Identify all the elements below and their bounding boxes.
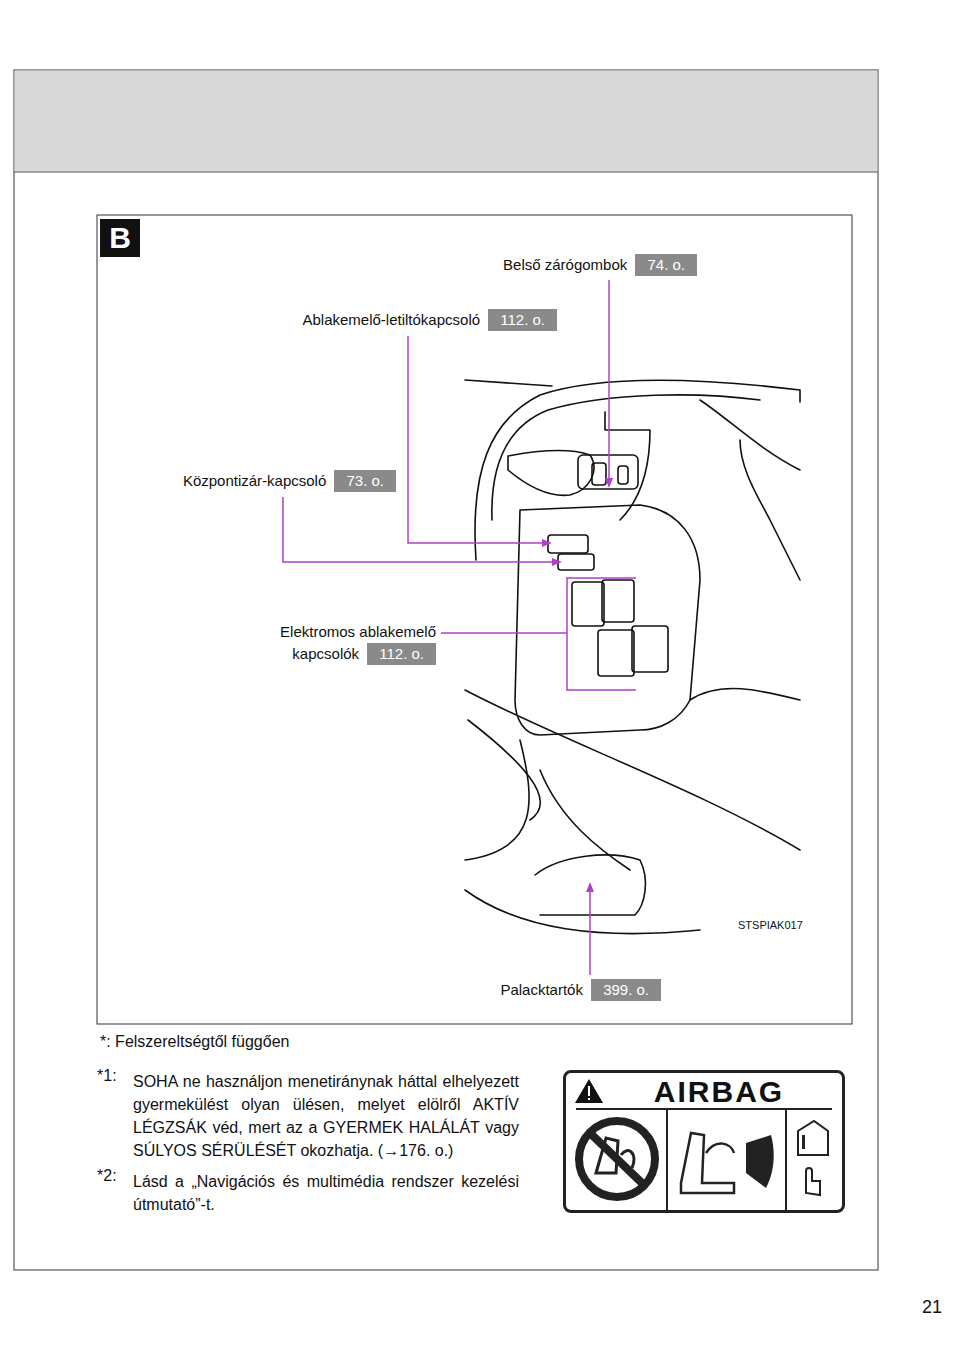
- window-switch: [602, 580, 634, 622]
- window-switch: [632, 626, 668, 672]
- window-switch: [572, 582, 604, 626]
- leader-line: [441, 632, 567, 634]
- leader-line: [283, 497, 556, 562]
- callout-label: Központizár-kapcsoló 73. o.: [96, 470, 396, 492]
- leader-line: [589, 888, 591, 975]
- airbag-heading: AIRBAG: [566, 1073, 842, 1111]
- lock-knob: [618, 466, 628, 484]
- page-reference: 74. o.: [635, 254, 697, 276]
- section-letter-text: B: [109, 221, 131, 254]
- part-name: Központizár-kapcsoló: [183, 472, 326, 489]
- header-rule: [14, 172, 878, 173]
- arrowhead: [542, 539, 552, 547]
- callout-label: Palacktartók 399. o.: [361, 979, 661, 1001]
- arrowhead: [586, 882, 594, 892]
- armrest-outline: [475, 380, 800, 560]
- footnote-text: SOHA ne használjon menetiránynak háttal …: [133, 1070, 519, 1162]
- page-border: [14, 70, 878, 1270]
- callout-label: Ablakemelő-letiltókapcsoló 112. o.: [157, 309, 557, 331]
- callout-label: Elektromos ablakemelő kapcsolók 112. o.: [231, 621, 436, 665]
- section-letter: B: [100, 219, 140, 257]
- door-edge: [740, 440, 800, 580]
- window-switch: [598, 630, 634, 676]
- page-reference: 112. o.: [367, 643, 436, 665]
- lock-knob: [592, 463, 606, 485]
- switch-panel: [515, 505, 700, 735]
- footnote-marker: *2:: [97, 1164, 131, 1187]
- page-reference: 112. o.: [488, 309, 557, 331]
- part-name: Belső zárógombok: [503, 256, 627, 273]
- page-number: 21: [922, 1296, 942, 1319]
- door-bottom: [465, 890, 700, 934]
- bracket: [567, 578, 636, 690]
- page-reference: 73. o.: [334, 470, 396, 492]
- pocket-line: [465, 740, 529, 860]
- footnote-text: Lásd a „Navigációs és multimédia rendsze…: [133, 1170, 519, 1216]
- arrowhead: [605, 478, 613, 488]
- door-trim-line: [465, 690, 800, 850]
- callout-label: Belső zárógombok 74. o.: [337, 254, 697, 276]
- door-trim-line: [690, 688, 800, 700]
- part-name: Palacktartók: [500, 981, 583, 998]
- leader-line: [408, 336, 546, 543]
- central-lock-switch: [558, 554, 594, 570]
- figure-frame: [97, 215, 852, 1024]
- pull-handle: [605, 412, 650, 520]
- part-name: Ablakemelő-letiltókapcsoló: [302, 311, 480, 328]
- arrowhead: [552, 558, 562, 566]
- airbag-warning-label: AIRBAG: [563, 1070, 845, 1213]
- leader-line: [608, 280, 610, 482]
- footnote: *: Felszereltségtől függően: [100, 1030, 550, 1053]
- header-band: [15, 71, 878, 172]
- lockout-switch: [548, 535, 588, 553]
- trim-line: [465, 380, 552, 386]
- door-edge: [700, 400, 800, 470]
- figure-code: STSPIAK017: [738, 918, 803, 932]
- lock-knob-panel: [578, 455, 638, 489]
- page-reference: 399. o.: [591, 979, 661, 1001]
- footnote-marker: *1:: [97, 1064, 131, 1087]
